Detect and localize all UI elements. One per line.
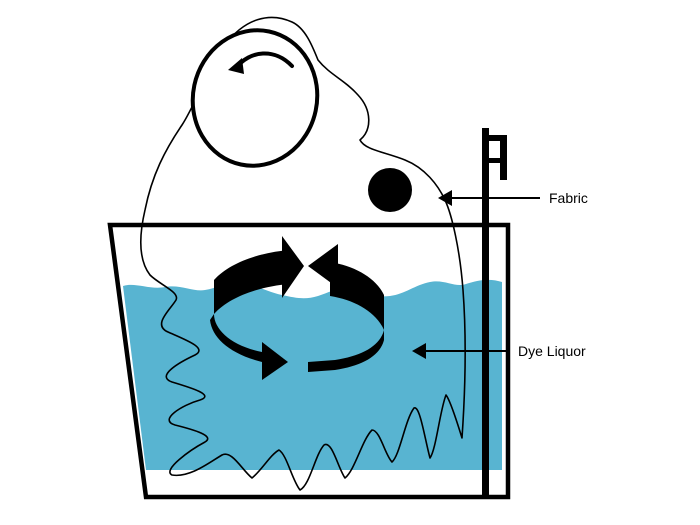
- overflow-pipe: [482, 128, 507, 496]
- curved-arrow-icon: [228, 51, 294, 74]
- circular-arrows-icon: [210, 236, 384, 380]
- dye-liquor-label: Dye Liquor: [518, 343, 586, 359]
- filled-circle-icon: [368, 168, 412, 212]
- dye-liquor-pointer: [412, 343, 510, 359]
- dye-liquor-fill: [123, 279, 502, 470]
- fabric-label: Fabric: [549, 190, 588, 206]
- fabric-pointer: [438, 190, 540, 206]
- winch-reel: [190, 28, 320, 168]
- fabric-rope: [140, 16, 466, 491]
- dye-tank: [107, 222, 511, 500]
